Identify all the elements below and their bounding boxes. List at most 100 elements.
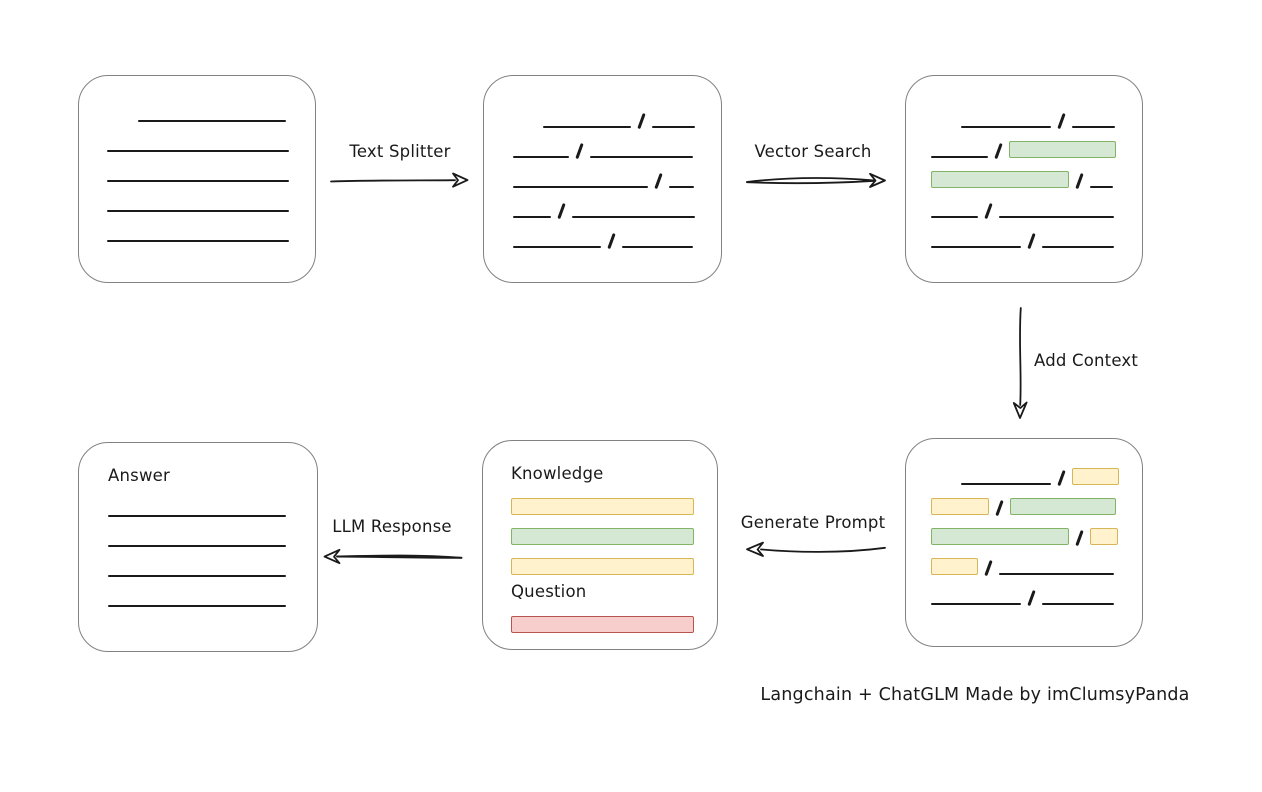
text-line bbox=[998, 573, 1114, 575]
question-label: Question bbox=[511, 582, 587, 601]
add-context-label: Add Context bbox=[1034, 351, 1139, 370]
split-chunks-box bbox=[483, 75, 722, 283]
text-line bbox=[513, 216, 551, 218]
text-line bbox=[543, 126, 631, 128]
yellow-highlight bbox=[511, 558, 694, 575]
chunk-row bbox=[513, 158, 721, 189]
chunk-row bbox=[511, 515, 717, 545]
chunk-row bbox=[931, 218, 1142, 249]
slash-separator bbox=[1027, 590, 1036, 606]
slash-separator bbox=[1057, 470, 1066, 486]
text-line bbox=[107, 240, 289, 242]
arrow-right-icon bbox=[746, 172, 886, 188]
text-line bbox=[931, 246, 1021, 248]
green-highlight bbox=[511, 528, 694, 545]
slash-separator bbox=[607, 233, 616, 249]
green-highlight bbox=[1009, 498, 1116, 515]
chunk-row bbox=[511, 545, 717, 575]
text-line bbox=[513, 186, 648, 188]
answer-lines bbox=[108, 487, 317, 607]
chunk-row bbox=[107, 122, 315, 152]
text-line bbox=[589, 156, 693, 158]
yellow-highlight bbox=[1071, 468, 1119, 485]
text-line bbox=[931, 216, 978, 218]
text-line bbox=[107, 150, 289, 152]
slash-separator bbox=[654, 173, 663, 189]
chunk-row bbox=[961, 98, 1142, 129]
matched-chunks-box bbox=[905, 75, 1143, 283]
chunk-row bbox=[543, 98, 721, 129]
yellow-highlight bbox=[931, 558, 978, 575]
text-line bbox=[961, 126, 1051, 128]
chunk-row bbox=[107, 182, 315, 212]
text-line bbox=[571, 216, 695, 218]
text-line bbox=[138, 120, 286, 122]
chunk-row bbox=[931, 188, 1142, 219]
chunk-row bbox=[931, 128, 1142, 159]
text-line bbox=[1041, 246, 1114, 248]
text-line bbox=[108, 575, 286, 577]
text-line bbox=[108, 545, 286, 547]
slash-separator bbox=[1075, 173, 1084, 189]
slash-separator bbox=[557, 203, 566, 219]
chunk-row bbox=[931, 485, 1142, 516]
chunk-row bbox=[107, 212, 315, 242]
chunk-row bbox=[513, 128, 721, 159]
text-line bbox=[513, 156, 569, 158]
text-line bbox=[513, 246, 601, 248]
text-line bbox=[1041, 603, 1114, 605]
answer-label: Answer bbox=[108, 466, 170, 485]
slash-separator bbox=[984, 560, 993, 576]
generate-prompt-label: Generate Prompt bbox=[740, 513, 886, 532]
knowledge-bars bbox=[511, 485, 717, 575]
text-line bbox=[931, 603, 1021, 605]
text-line bbox=[651, 126, 695, 128]
chunk-row bbox=[513, 188, 721, 219]
answer-box: Answer bbox=[78, 442, 318, 652]
text-line bbox=[108, 515, 286, 517]
green-highlight bbox=[931, 528, 1069, 545]
chunk-row bbox=[108, 547, 317, 577]
green-highlight bbox=[931, 171, 1069, 188]
split-chunk-lines bbox=[513, 98, 721, 249]
yellow-highlight bbox=[511, 498, 694, 515]
chunk-row bbox=[138, 92, 315, 122]
matched-chunk-lines bbox=[931, 98, 1142, 249]
chunk-row bbox=[511, 485, 717, 515]
red-highlight bbox=[511, 616, 694, 633]
chunk-row bbox=[108, 487, 317, 517]
text-splitter-label: Text Splitter bbox=[349, 142, 451, 161]
chunk-row bbox=[108, 517, 317, 547]
document-box bbox=[78, 75, 316, 283]
slash-separator bbox=[575, 143, 584, 159]
text-line bbox=[107, 180, 289, 182]
text-line bbox=[621, 246, 693, 248]
yellow-highlight bbox=[1089, 528, 1118, 545]
slash-separator bbox=[1027, 233, 1036, 249]
text-line bbox=[961, 483, 1051, 485]
arrow-down-icon bbox=[1012, 307, 1028, 419]
slash-separator bbox=[994, 143, 1003, 159]
question-bar bbox=[511, 603, 717, 633]
arrow-left-icon bbox=[746, 541, 886, 557]
diagram-caption: Langchain + ChatGLM Made by imClumsyPand… bbox=[760, 685, 1190, 705]
text-line bbox=[108, 605, 286, 607]
arrow-left-icon bbox=[323, 548, 463, 565]
green-highlight bbox=[1008, 141, 1116, 158]
context-chunk-lines bbox=[931, 455, 1142, 606]
vector-search-label: Vector Search bbox=[754, 142, 872, 161]
document-lines bbox=[107, 92, 315, 242]
chunk-row bbox=[107, 152, 315, 182]
chunk-row bbox=[511, 603, 717, 633]
slash-separator bbox=[1057, 113, 1066, 129]
chunk-row bbox=[931, 515, 1142, 546]
prompt-box: Knowledge Question bbox=[482, 440, 718, 650]
slash-separator bbox=[984, 203, 993, 219]
chunk-row bbox=[513, 218, 721, 249]
chunk-row bbox=[931, 158, 1142, 189]
slash-separator bbox=[995, 500, 1004, 516]
text-line bbox=[931, 156, 988, 158]
text-line bbox=[668, 186, 694, 188]
chunk-row bbox=[961, 455, 1142, 486]
